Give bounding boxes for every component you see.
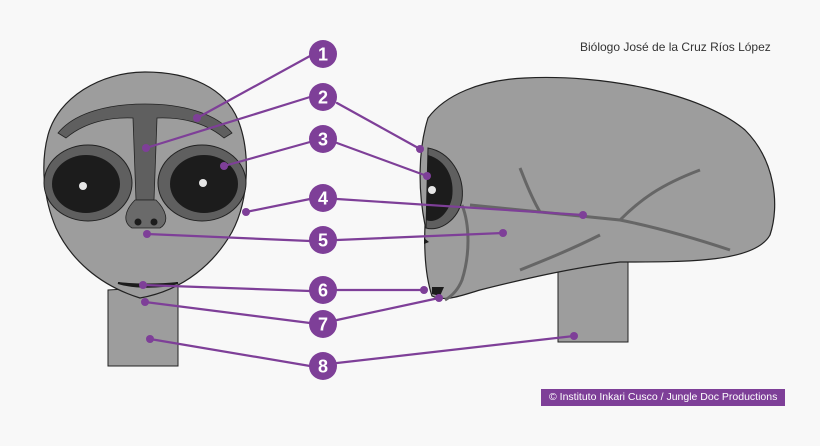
leader-3-side	[335, 141, 429, 178]
endpoint-3-front	[220, 162, 228, 170]
leader-8-side	[335, 334, 576, 365]
endpoint-5-side	[499, 229, 507, 237]
svg-text:4: 4	[318, 189, 328, 209]
svg-text:1: 1	[318, 45, 328, 65]
front-brow-ridge	[57, 103, 233, 201]
endpoint-3-side	[423, 172, 431, 180]
side-head	[419, 76, 776, 300]
side-view	[419, 76, 776, 343]
side-eye-highlight	[428, 186, 436, 194]
svg-text:8: 8	[318, 357, 328, 377]
endpoint-8-front	[146, 335, 154, 343]
leader-7-side	[335, 296, 441, 322]
copyright-credit: © Instituto Inkari Cusco / Jungle Doc Pr…	[541, 389, 786, 406]
front-left-nostril	[134, 218, 142, 226]
badge-1: 1	[309, 40, 337, 68]
badge-4: 4	[309, 184, 337, 212]
svg-text:6: 6	[318, 281, 328, 301]
side-temporal-ridge	[469, 167, 731, 272]
badge-3: 3	[309, 125, 337, 153]
endpoint-6-side	[420, 286, 428, 294]
badge-6: 6	[309, 276, 337, 304]
side-nose-tip	[424, 238, 429, 244]
endpoint-6-front	[139, 281, 147, 289]
author-credit: Biólogo José de la Cruz Ríos López	[580, 40, 771, 54]
leader-7-front	[143, 300, 312, 325]
endpoint-1	[193, 114, 201, 122]
endpoint-4-side	[579, 211, 587, 219]
endpoint-7-front	[141, 298, 149, 306]
svg-text:5: 5	[318, 231, 328, 251]
leader-5-side	[335, 231, 505, 242]
front-right-nostril	[150, 218, 158, 226]
endpoint-7-side	[435, 294, 443, 302]
endpoint-2-front	[142, 144, 150, 152]
leader-6-front	[141, 283, 312, 293]
badge-5: 5	[309, 226, 337, 254]
front-left-eye-highlight	[79, 182, 87, 190]
front-view	[43, 71, 247, 367]
side-mouth	[432, 287, 444, 296]
leader-5-front	[145, 232, 312, 243]
endpoint-4-front	[242, 208, 250, 216]
front-right-eye-highlight	[199, 179, 207, 187]
badge-2: 2	[309, 83, 337, 111]
leader-endpoints	[139, 114, 587, 343]
leader-lines	[141, 54, 585, 368]
number-badges: 1 2 3 4 5 6 7 8	[309, 40, 337, 380]
badge-7: 7	[309, 310, 337, 338]
side-face-contour	[444, 204, 470, 302]
leader-2-front	[144, 95, 312, 150]
front-nose	[125, 199, 167, 229]
svg-text:7: 7	[318, 315, 328, 335]
leader-1	[195, 54, 312, 120]
leader-8-front	[148, 337, 312, 368]
svg-text:2: 2	[318, 88, 328, 108]
endpoint-8-side	[570, 332, 578, 340]
badge-8: 8	[309, 352, 337, 380]
svg-text:3: 3	[318, 130, 328, 150]
leader-4-front	[244, 197, 312, 214]
leader-3-front	[222, 140, 312, 168]
endpoint-2-side	[416, 145, 424, 153]
endpoint-5-front	[143, 230, 151, 238]
leader-4-side	[335, 197, 585, 217]
leader-2-side	[335, 101, 422, 151]
